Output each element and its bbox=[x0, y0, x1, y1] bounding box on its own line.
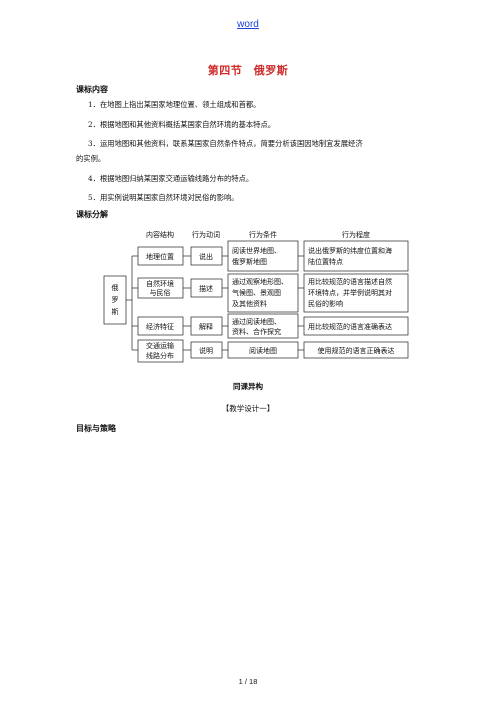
degree-line-2b: 环境特点，并举例说明其对 bbox=[308, 288, 392, 297]
col-header-condition: 行为条件 bbox=[249, 230, 277, 239]
content-label-2a: 自然环境 bbox=[146, 279, 174, 288]
degree-box-2 bbox=[303, 273, 409, 313]
condition-line-3b: 资料、合作探究 bbox=[232, 327, 281, 336]
condition-line-4a: 阅读地图 bbox=[249, 346, 277, 355]
verb-label-2: 描述 bbox=[199, 284, 213, 293]
condition-line-3a: 通过阅读地图、 bbox=[232, 317, 281, 326]
col-header-degree: 行为程度 bbox=[342, 230, 370, 239]
condition-box-2 bbox=[227, 273, 299, 313]
condition-box-1 bbox=[227, 240, 299, 272]
degree-line-2a: 用比较规范的语言描述自然 bbox=[308, 277, 392, 286]
curriculum-item-4: 4．根据地图归纳某国家交通运输线路分布的特点。 bbox=[88, 174, 254, 183]
section-heading-breakdown: 课标分解 bbox=[76, 209, 108, 219]
content-label-2b: 与民俗 bbox=[150, 288, 171, 297]
degree-line-2c: 民俗的影响 bbox=[308, 299, 343, 308]
section-heading-variants: 同课异构 bbox=[233, 382, 263, 391]
section-heading-goals: 目标与策略 bbox=[76, 423, 116, 433]
page-number: 1 / 18 bbox=[238, 677, 258, 686]
content-box-4 bbox=[137, 339, 184, 363]
condition-line-2c: 及其他资料 bbox=[232, 299, 267, 308]
content-label-3: 经济特征 bbox=[146, 322, 174, 331]
curriculum-item-2: 2．根据地图和其他资料概括某国家自然环境的基本特点。 bbox=[88, 120, 276, 129]
verb-label-1: 说出 bbox=[199, 252, 213, 261]
degree-line-1b: 陆位置特点 bbox=[308, 257, 343, 266]
degree-line-1a: 说出俄罗斯的纬度位置和海 bbox=[308, 246, 392, 255]
condition-line-1a: 阅读世界地图、 bbox=[232, 246, 281, 255]
curriculum-item-3-cont: 的实例。 bbox=[76, 154, 106, 163]
verb-label-3: 解释 bbox=[199, 322, 213, 331]
section-heading-curriculum: 课标内容 bbox=[76, 84, 108, 94]
verb-label-4: 说明 bbox=[199, 346, 213, 355]
content-label-4b: 线路分布 bbox=[146, 351, 174, 360]
curriculum-item-3: 3．运用地图和其他资料，联系某国家自然条件特点，简要分析该国因地制宜发展经济 bbox=[88, 139, 363, 148]
degree-box-3 bbox=[303, 316, 409, 336]
degree-line-3a: 用比较规范的语言准确表达 bbox=[308, 322, 392, 331]
curriculum-breakdown-diagram: 内容结构 行为动词 行为条件 行为程度 俄 罗 斯 地理位置 说出 阅读世界地图… bbox=[103, 230, 409, 363]
degree-box-1 bbox=[303, 240, 409, 272]
content-label-4a: 交通运输 bbox=[146, 341, 174, 350]
col-header-content: 内容结构 bbox=[146, 230, 174, 239]
teaching-design-label: 【教学设计一】 bbox=[221, 404, 275, 413]
curriculum-item-5: 5．用实例说明某国家自然环境对民俗的影响。 bbox=[88, 193, 239, 202]
page-title: 第四节 俄罗斯 bbox=[207, 64, 289, 77]
content-label-1: 地理位置 bbox=[146, 252, 174, 261]
curriculum-item-1: 1．在地图上指出某国家地理位置、领土组成和首都。 bbox=[88, 100, 261, 109]
root-label-2: 罗 bbox=[112, 296, 119, 304]
root-label-1: 俄 bbox=[112, 283, 119, 292]
condition-line-2a: 通过观察地形图、 bbox=[232, 277, 288, 286]
condition-line-1b: 俄罗斯地图 bbox=[232, 257, 267, 266]
degree-box-4 bbox=[303, 341, 409, 359]
root-label-3: 斯 bbox=[112, 307, 119, 316]
condition-line-2b: 气候图、景观图 bbox=[232, 288, 281, 297]
degree-line-4a: 使用规范的语言正确表达 bbox=[318, 346, 395, 355]
header-word-link[interactable]: word bbox=[237, 19, 259, 30]
col-header-verb: 行为动词 bbox=[192, 230, 220, 239]
